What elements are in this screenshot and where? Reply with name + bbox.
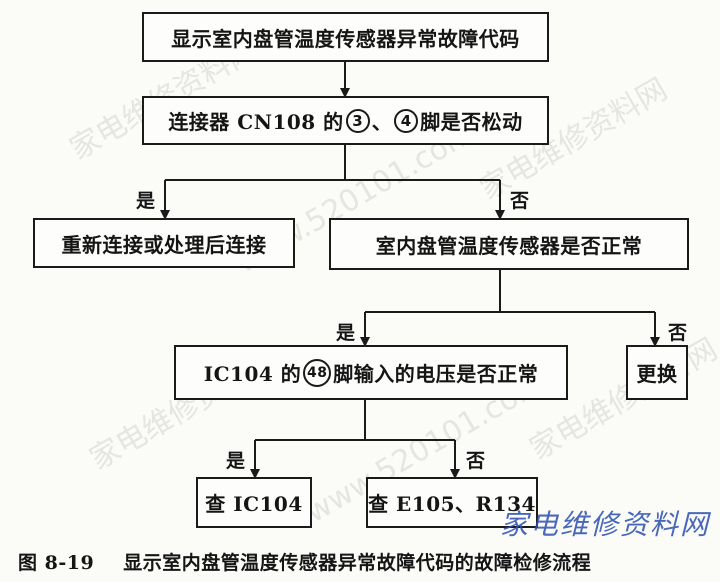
connector-check-separator: 、 — [371, 110, 393, 134]
check-e105-r134-text: 查 E105、R134 — [368, 492, 536, 516]
ic-voltage-check-box: IC104 的 48 脚输入的电压是否正常 — [174, 345, 568, 400]
start-box: 显示室内盘管温度传感器异常故障代码 — [142, 12, 549, 62]
branch-yes-label: 是 — [226, 450, 246, 472]
branch-no-label: 否 — [668, 322, 688, 344]
branch-no-label: 否 — [466, 450, 486, 472]
figure-caption: 图 8-19 显示室内盘管温度传感器异常故障代码的故障检修流程 — [18, 548, 591, 575]
ic-voltage-suffix: 脚输入的电压是否正常 — [333, 362, 539, 386]
start-box-text: 显示室内盘管温度传感器异常故障代码 — [171, 26, 520, 51]
connector-check-content: 连接器 CN108 的 3 、 4 脚是否松动 — [168, 106, 522, 135]
connector-check-prefix: 连接器 CN108 的 — [168, 110, 344, 134]
check-ic104-box: 查 IC104 — [196, 477, 312, 528]
check-e105-r134-box: 查 E105、R134 — [366, 477, 538, 528]
pin-4-marker: 4 — [394, 108, 419, 133]
ic-voltage-check-content: IC104 的 48 脚输入的电压是否正常 — [204, 358, 538, 387]
pin-48-marker: 48 — [303, 358, 332, 387]
connector-check-box: 连接器 CN108 的 3 、 4 脚是否松动 — [142, 96, 549, 145]
sensor-check-box: 室内盘管温度传感器是否正常 — [329, 218, 689, 270]
site-logo: 家电维修资料网 — [500, 508, 711, 541]
ic-voltage-prefix: IC104 的 — [203, 362, 302, 386]
figure-number: 图 8-19 — [18, 552, 95, 574]
sensor-check-text: 室内盘管温度传感器是否正常 — [375, 233, 643, 258]
branch-yes-label: 是 — [336, 322, 356, 344]
branch-no-label: 否 — [510, 190, 530, 212]
pin-3-marker: 3 — [345, 108, 370, 133]
reconnect-box-text: 重新连接或处理后连接 — [61, 232, 267, 257]
replace-box: 更换 — [626, 345, 688, 400]
check-ic104-text: 查 IC104 — [205, 492, 303, 516]
connector-check-suffix: 脚是否松动 — [420, 110, 523, 134]
reconnect-box: 重新连接或处理后连接 — [33, 218, 295, 268]
figure-caption-text: 显示室内盘管温度传感器异常故障代码的故障检修流程 — [123, 552, 592, 574]
replace-box-text: 更换 — [636, 362, 678, 386]
branch-yes-label: 是 — [136, 190, 156, 212]
